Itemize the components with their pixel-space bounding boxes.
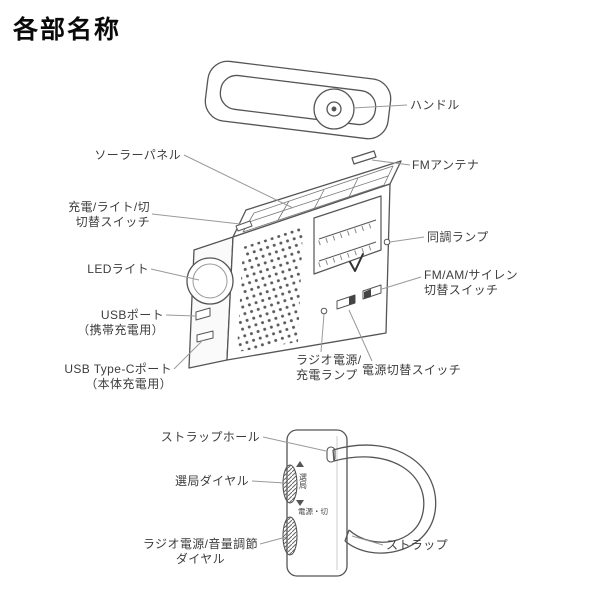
page-title: 各部名称 (13, 16, 122, 44)
leader-led-light (150, 268, 200, 281)
top-view-diagram (186, 60, 402, 369)
label-tuning-lamp: 同調ランプ (427, 230, 489, 244)
label-strap-hole: ストラップホール (160, 430, 260, 444)
tuning-dial-illustration (282, 464, 298, 504)
logo-mark (349, 253, 364, 272)
leader-power-switch (348, 309, 373, 362)
label-radio-power-volume-dial: ラジオ電源/音量調節 ダイヤル (142, 537, 258, 566)
strap-illustration (332, 444, 437, 554)
usb-ports-illustration (195, 307, 214, 343)
leader-strap (351, 535, 384, 546)
handle-illustration (204, 60, 392, 140)
leader-usb-port (165, 314, 197, 317)
charge-light-off-switch-illustration (235, 220, 253, 232)
label-fm-antenna: FMアンテナ (412, 158, 480, 172)
label-tuning-dial: 選局ダイヤル (174, 474, 249, 488)
label-charge-light-off-switch: 充電/ライト/切 切替スイッチ (68, 200, 150, 229)
leader-charge-lamp (320, 313, 325, 353)
label-radio-power-charge-lamp: ラジオ電源/ 充電ランプ (296, 353, 362, 382)
fm-antenna-illustration (351, 150, 377, 165)
label-power-switch: 電源切替スイッチ (362, 363, 462, 377)
volume-dial-illustration (282, 516, 298, 556)
label-led-light: LEDライト (87, 262, 149, 276)
power-off-marking: 電源・切 (298, 507, 328, 516)
leader-solar-panel (183, 154, 294, 209)
leader-handle (352, 104, 408, 109)
frequency-display-illustration (313, 195, 382, 275)
usb-a-port-illustration (195, 307, 211, 321)
leader-fm-am-siren (381, 276, 422, 290)
leader-tuning-dial (251, 480, 286, 484)
switches-illustration (320, 284, 382, 315)
label-usb-type-c-port: USB Type-Cポート （本体充電用） (64, 362, 172, 391)
tuning-up-arrow (296, 461, 304, 467)
solar-panel-illustration (242, 165, 394, 233)
bottom-view-diagram: 選局 電源・切 (282, 429, 437, 577)
leader-charge-switch (151, 213, 241, 225)
tuning-down-arrow (296, 500, 304, 506)
leader-lines (150, 104, 425, 546)
leader-usb-c-port (173, 339, 204, 370)
leader-volume-dial (259, 536, 287, 545)
leader-fm-antenna (371, 159, 411, 166)
speaker-grille-illustration (237, 227, 303, 352)
side-body-illustration (286, 429, 348, 577)
leader-strap-hole (262, 436, 327, 452)
tuning-marking: 選局 (299, 472, 308, 490)
label-strap: ストラップ (386, 538, 449, 552)
label-usb-port: USBポート （携帯充電用） (77, 308, 164, 337)
label-solar-panel: ソーラーパネル (94, 148, 181, 162)
leader-tuning-lamp (389, 236, 425, 243)
led-light-illustration (186, 257, 234, 305)
label-handle: ハンドル (410, 98, 460, 112)
tuning-lamp-illustration (383, 238, 391, 246)
label-fm-am-siren-switch: FM/AM/サイレン 切替スイッチ (424, 268, 518, 297)
radio-power-charge-lamp-illustration (320, 307, 328, 315)
usb-c-port-illustration (196, 330, 214, 343)
